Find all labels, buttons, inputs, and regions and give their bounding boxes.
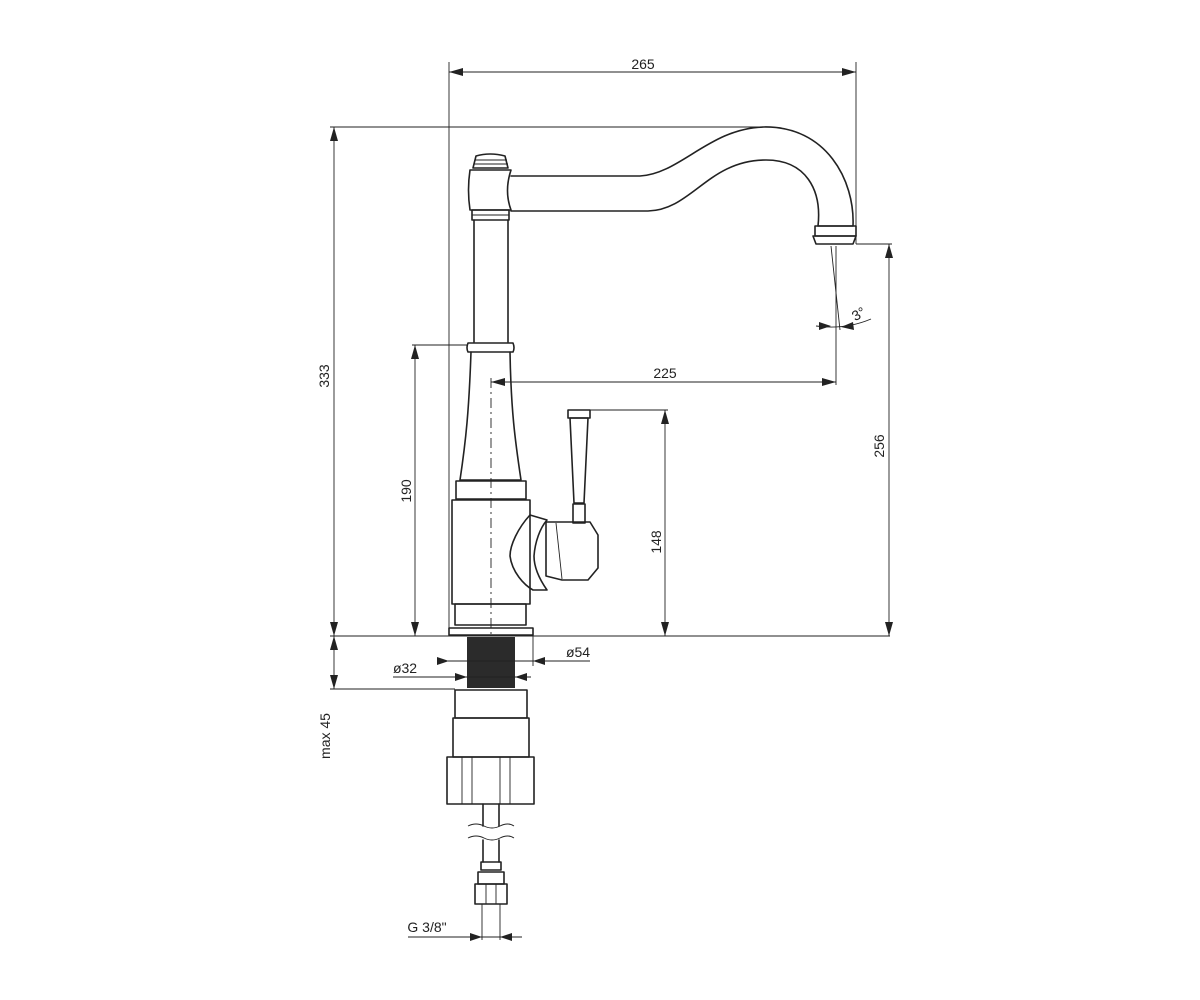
- dim-dia-54: ø54: [566, 644, 590, 660]
- dim-225: 225: [653, 365, 677, 381]
- dimension-labels: 265 333 190 225 148 256 3° ø54 ø32 max 4…: [316, 56, 887, 935]
- dim-190: 190: [398, 479, 414, 503]
- dim-333: 333: [316, 364, 332, 388]
- dim-max-45: max 45: [317, 713, 333, 759]
- mounting-parts: [446, 637, 535, 905]
- dim-256: 256: [871, 434, 887, 458]
- dim-thread: G 3/8": [407, 919, 446, 935]
- dimension-lines: [330, 62, 893, 941]
- threaded-shank: [467, 637, 515, 688]
- dim-265: 265: [631, 56, 655, 72]
- faucet-outline: [448, 126, 857, 640]
- dim-148: 148: [648, 530, 664, 554]
- dim-dia-32: ø32: [393, 660, 417, 676]
